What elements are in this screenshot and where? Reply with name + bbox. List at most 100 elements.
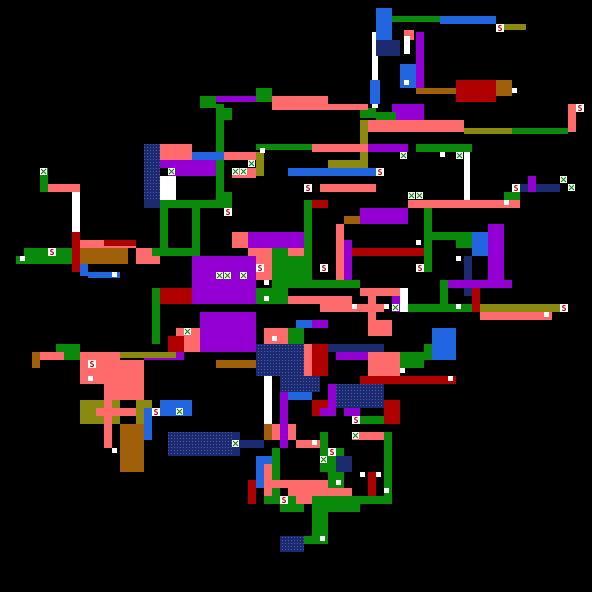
- corridor-segment: [296, 320, 312, 328]
- corridor-segment: [344, 216, 360, 224]
- save-room-icon: [416, 264, 424, 272]
- corridor-segment: [520, 184, 560, 192]
- door-dot-icon: [504, 200, 509, 205]
- corridor-segment: [392, 104, 424, 120]
- corridor-segment: [72, 192, 80, 240]
- corridor-segment: [320, 432, 328, 472]
- item-pickup-cross: [352, 432, 359, 439]
- corridor-segment: [256, 144, 312, 150]
- corridor-segment: [404, 36, 410, 54]
- save-room-icon: [48, 248, 56, 256]
- corridor-segment: [160, 208, 168, 256]
- item-pickup-cross: [184, 328, 191, 335]
- door-dot-icon: [456, 304, 461, 309]
- corridor-segment: [144, 408, 152, 440]
- item-pickup-cross: [456, 152, 463, 159]
- map-room: [112, 360, 144, 400]
- corridor-segment: [312, 144, 368, 152]
- door-dot-icon: [20, 256, 25, 261]
- corridor-segment: [496, 80, 512, 96]
- corridor-segment: [404, 30, 414, 40]
- corridor-segment: [312, 496, 360, 512]
- map-room: [312, 344, 328, 376]
- door-dot-icon: [400, 368, 405, 373]
- corridor-segment: [368, 144, 408, 152]
- corridor-segment: [344, 240, 352, 288]
- save-room-icon: [224, 208, 232, 216]
- corridor-segment: [528, 176, 536, 192]
- item-pickup-cross: [232, 168, 239, 175]
- save-room-icon: [304, 184, 312, 192]
- map-room: [280, 536, 304, 552]
- save-room-icon: [280, 496, 288, 504]
- corridor-segment: [368, 296, 376, 336]
- map-room: [384, 400, 400, 424]
- save-room-icon: [496, 24, 504, 32]
- corridor-segment: [304, 344, 312, 384]
- door-dot-icon: [448, 376, 453, 381]
- corridor-segment: [464, 152, 470, 200]
- corridor-segment: [264, 464, 272, 504]
- corridor-segment: [256, 152, 264, 176]
- corridor-segment: [304, 200, 312, 280]
- save-room-icon: [512, 184, 520, 192]
- corridor-segment: [264, 424, 272, 440]
- corridor-segment: [288, 168, 376, 176]
- door-dot-icon: [264, 280, 269, 285]
- save-room-label: S: [330, 448, 335, 457]
- door-dot-icon: [352, 304, 357, 309]
- corridor-segment: [496, 24, 526, 30]
- corridor-segment: [160, 200, 224, 208]
- corridor-segment: [416, 32, 424, 88]
- corridor-segment: [568, 104, 576, 132]
- corridor-segment: [200, 96, 216, 108]
- corridor-segment: [376, 320, 392, 336]
- map-room: [280, 376, 320, 392]
- corridor-segment: [488, 224, 504, 280]
- door-dot-icon: [264, 296, 269, 301]
- save-room-icon: [152, 408, 160, 416]
- corridor-segment: [344, 408, 360, 416]
- corridor-segment: [256, 88, 272, 102]
- corridor-segment: [312, 320, 328, 328]
- room-layer: [80, 8, 496, 552]
- save-room-label: S: [418, 264, 423, 273]
- corridor-segment: [336, 456, 352, 472]
- item-pickup-cross: [560, 176, 567, 183]
- save-room-icon: [88, 360, 96, 368]
- corridor-segment: [328, 344, 384, 352]
- map-room: [144, 144, 160, 200]
- save-room-label: S: [354, 416, 359, 425]
- corridor-segment: [104, 240, 136, 246]
- corridor-segment: [72, 232, 80, 272]
- item-pickup-cross: [232, 440, 239, 447]
- save-room-icon: [352, 416, 360, 424]
- save-room-icon: [320, 264, 328, 272]
- corridor-segment: [400, 352, 424, 368]
- corridor-segment: [248, 232, 304, 248]
- door-dot-icon: [360, 472, 365, 477]
- corridor-segment: [40, 168, 48, 192]
- item-pickup-cross: [392, 304, 399, 311]
- save-room-icon: [560, 304, 568, 312]
- item-pickup-cross: [320, 456, 327, 463]
- corridor-segment: [272, 448, 280, 504]
- save-room-label: S: [562, 304, 567, 313]
- corridor-segment: [384, 432, 392, 504]
- door-dot-icon: [260, 148, 265, 153]
- item-pickup-cross: [216, 272, 223, 279]
- corridor-segment: [232, 232, 248, 248]
- save-room-label: S: [226, 208, 231, 217]
- save-room-label: S: [378, 168, 383, 177]
- corridor-segment: [272, 96, 328, 110]
- corridor-segment: [480, 304, 560, 312]
- corridor-segment: [192, 208, 200, 256]
- corridor-segment: [104, 384, 112, 448]
- corridor-segment: [360, 108, 376, 118]
- map-room: [192, 256, 256, 304]
- map-room: [248, 480, 256, 504]
- corridor-segment: [376, 112, 396, 122]
- door-dot-icon: [512, 88, 517, 93]
- corridor-segment: [416, 144, 472, 152]
- door-dot-icon: [440, 152, 445, 157]
